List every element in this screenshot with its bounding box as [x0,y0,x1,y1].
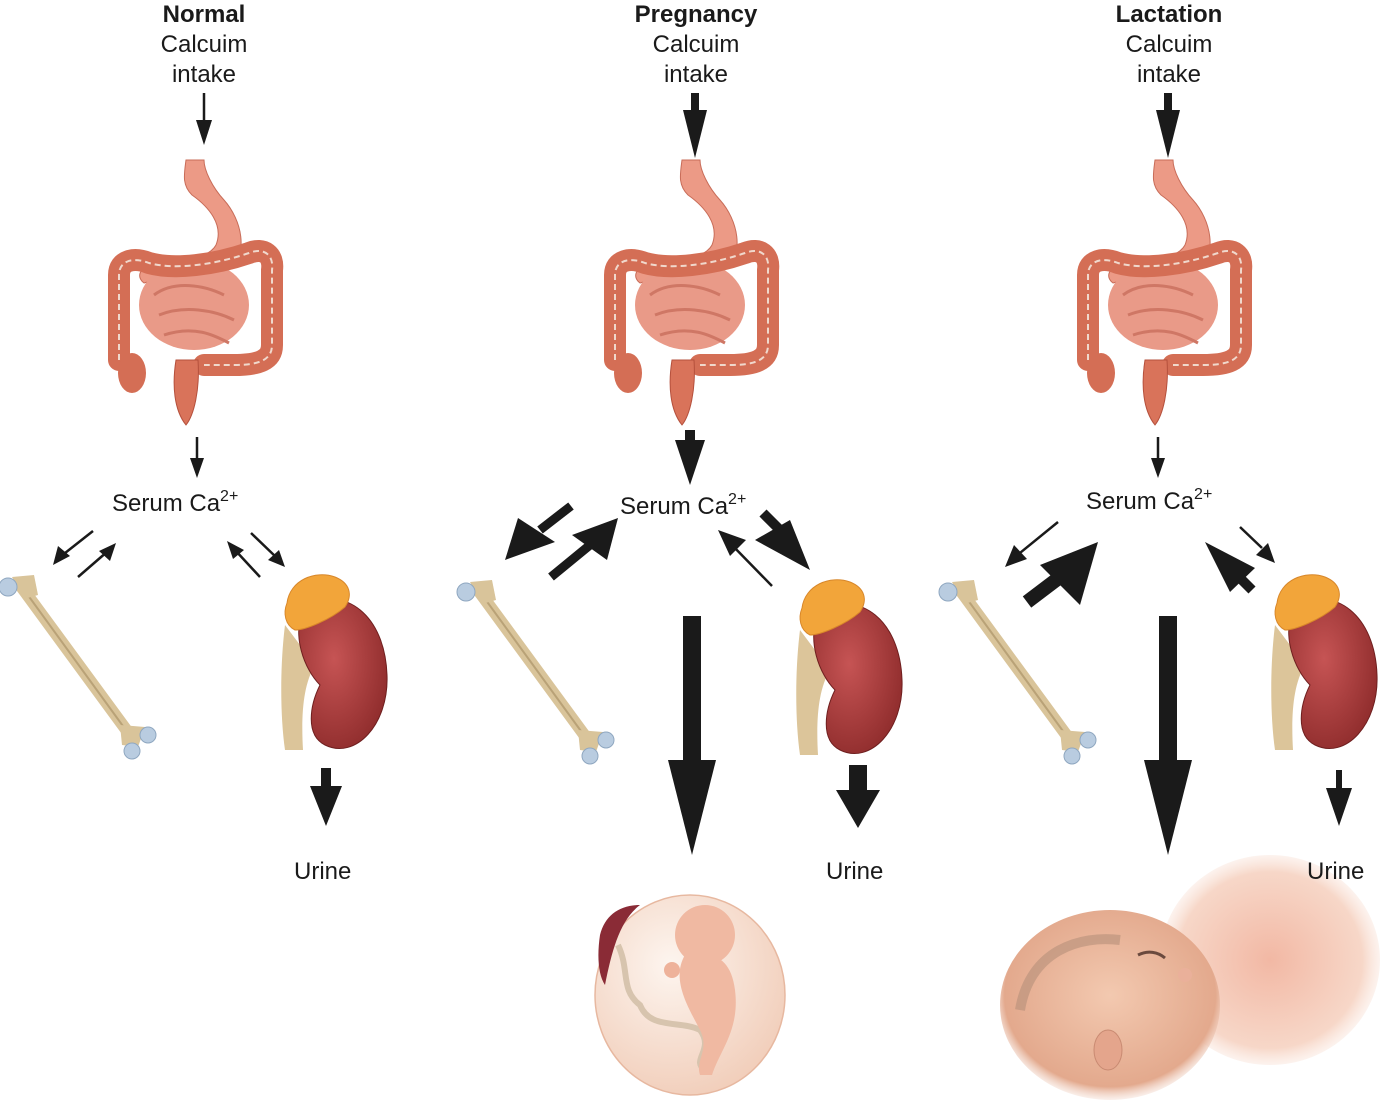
kidney-icon [795,579,903,756]
intake-label-line2: intake [1136,61,1202,88]
kidney-to-serum-arrow [227,541,261,578]
bone-to-serum-arrow [1022,542,1098,608]
urine-arrow [310,768,342,826]
serum-text: Serum Ca [1086,488,1195,515]
heading-normal: Normal [162,1,246,28]
panel-title-normal: Normal Calcuim intake [104,0,304,90]
intake-label-line1: Calcuim [160,31,248,58]
serum-text: Serum Ca [112,490,221,517]
urine-arrow [836,765,880,828]
serum-to-bone-arrow [505,502,574,560]
serum-superscript: 2+ [1194,486,1213,503]
gut-to-serum-arrow [1151,437,1165,478]
serum-superscript: 2+ [728,491,747,508]
digestive-tract-icon [1087,160,1241,425]
intake-label-line1: Calcuim [1125,31,1213,58]
bone-to-serum-arrow [548,518,618,581]
intake-label-line2: intake [663,61,729,88]
serum-to-fetus-arrow [668,616,716,855]
kidney-to-serum-arrow [1205,542,1256,594]
kidney-to-serum-arrow [718,530,773,587]
bone-icon [0,575,156,759]
serum-to-bone-arrow [1005,521,1059,567]
heading-lactation: Lactation [1115,1,1223,28]
serum-to-kidney-arrow [755,509,810,570]
breastfeeding-infant-icon [1000,855,1380,1100]
intake-arrow [683,93,707,158]
urine-label-lactation: Urine [1307,858,1365,885]
serum-superscript: 2+ [220,488,239,505]
serum-calcium-label-normal: Serum Ca2+ [112,488,239,518]
panel-title-lactation: Lactation Calcuim intake [1069,0,1269,90]
intake-arrow [196,93,212,145]
bone-icon [457,580,614,764]
urine-label-normal: Urine [294,858,352,885]
kidney-icon [280,574,388,751]
panel-normal [0,93,388,826]
serum-calcium-label-pregnancy: Serum Ca2+ [620,491,747,521]
intake-label-line1: Calcuim [652,31,740,58]
bone-to-serum-arrow [77,543,116,578]
intake-label-line2: intake [171,61,237,88]
panel-pregnancy [457,93,903,1096]
intake-arrow [1156,93,1180,158]
serum-to-kidney-arrow [250,532,285,567]
serum-to-bone-arrow [53,530,94,565]
gut-to-serum-arrow [675,430,705,485]
heading-pregnancy: Pregnancy [634,1,758,28]
serum-to-kidney-arrow [1239,526,1275,563]
bone-icon [939,580,1096,764]
serum-calcium-label-lactation: Serum Ca2+ [1086,486,1213,516]
urine-arrow [1326,770,1352,826]
serum-to-infant-arrow [1144,616,1192,855]
panel-title-pregnancy: Pregnancy Calcuim intake [596,0,796,90]
gut-to-serum-arrow [190,437,204,478]
serum-text: Serum Ca [620,493,729,520]
kidney-icon [1270,574,1378,751]
fetus-icon [594,894,786,1096]
panel-lactation [939,93,1380,1100]
digestive-tract-icon [118,160,272,425]
urine-label-pregnancy: Urine [826,858,884,885]
digestive-tract-icon [614,160,768,425]
